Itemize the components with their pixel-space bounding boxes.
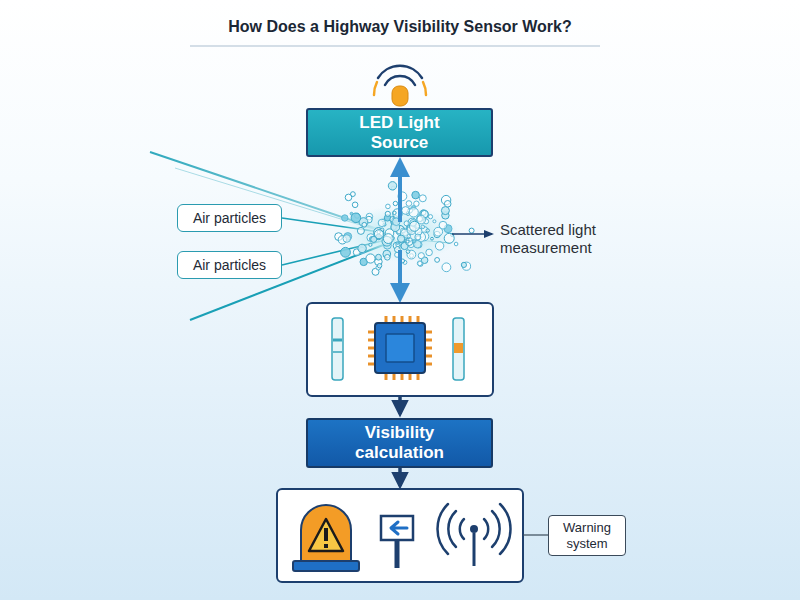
air-particle (351, 213, 361, 223)
air-particle (371, 236, 377, 242)
air-particle (377, 264, 381, 268)
measurement-pointer (452, 233, 492, 235)
detection-arrow (398, 250, 402, 299)
air-particle (357, 227, 364, 234)
air-particle (412, 191, 420, 199)
annotation-label: Scattered light measurement (500, 221, 625, 257)
air-particle (352, 202, 358, 208)
air-particle (366, 254, 375, 263)
air-particle (402, 207, 410, 215)
callout-box: Air particles (177, 204, 282, 232)
leader-line (523, 534, 548, 535)
air-particle (413, 240, 416, 243)
node-text: Warning system (552, 520, 622, 552)
process-box: Visibility calculation (306, 418, 493, 468)
air-particle (442, 263, 451, 272)
led-icon (374, 66, 426, 106)
air-particle (428, 215, 432, 219)
air-particle (417, 261, 422, 266)
air-particle (358, 244, 366, 252)
air-particle (369, 243, 372, 246)
air-particle (343, 235, 351, 243)
air-particle (433, 220, 436, 223)
diagram-title: How Does a Highway Visibility Sensor Wor… (0, 17, 800, 37)
air-particle (434, 227, 443, 236)
air-particle (406, 238, 413, 245)
air-particle (419, 195, 426, 202)
air-particle (396, 242, 399, 245)
air-particle (345, 194, 352, 201)
air-particle (398, 235, 405, 242)
air-particle (385, 254, 391, 260)
air-particle (444, 233, 454, 243)
air-particle (414, 240, 422, 248)
air-particle (426, 249, 433, 256)
air-particle (393, 211, 396, 214)
air-particle (431, 237, 434, 240)
air-particle (435, 242, 443, 250)
air-particle (396, 242, 400, 246)
light-rays (150, 152, 450, 320)
callout-box: Air particles (177, 251, 282, 279)
node-text: LED Light Source (344, 113, 456, 153)
source-box: LED Light Source (306, 108, 493, 157)
air-particle (404, 221, 409, 226)
air-particle (410, 221, 420, 231)
air-particle (461, 262, 466, 267)
air-particle (406, 201, 412, 207)
particle-cloud (335, 182, 474, 276)
air-particle (376, 254, 382, 260)
air-particle (362, 222, 367, 227)
node-text: Visibility calculation (344, 423, 456, 463)
air-particle (406, 250, 410, 254)
air-particle (393, 201, 397, 205)
air-particle (415, 234, 421, 240)
node-text: Air particles (193, 210, 266, 226)
air-particle (441, 207, 449, 215)
flow-arrow (398, 468, 402, 486)
title-rule (190, 45, 600, 47)
air-particle (378, 219, 385, 226)
air-particle (469, 228, 474, 233)
air-particle (386, 204, 391, 209)
air-particle (341, 247, 351, 257)
air-particle (418, 253, 424, 259)
callout-box: Warning system (548, 515, 626, 556)
processor-box (307, 303, 493, 396)
air-particle (342, 215, 348, 221)
air-particle (454, 242, 458, 246)
air-particle (421, 225, 425, 229)
air-particle (418, 261, 423, 266)
air-particle (426, 229, 429, 232)
air-particle (407, 250, 416, 259)
node-text: Air particles (193, 257, 266, 273)
air-particle (406, 240, 409, 243)
emission-arrow (398, 161, 402, 222)
flow-arrow (398, 396, 402, 414)
air-particle (435, 258, 440, 263)
air-particle (385, 211, 390, 216)
air-particle (383, 234, 393, 244)
air-particle (409, 208, 418, 217)
air-particle (388, 182, 396, 190)
output-box (277, 489, 523, 582)
